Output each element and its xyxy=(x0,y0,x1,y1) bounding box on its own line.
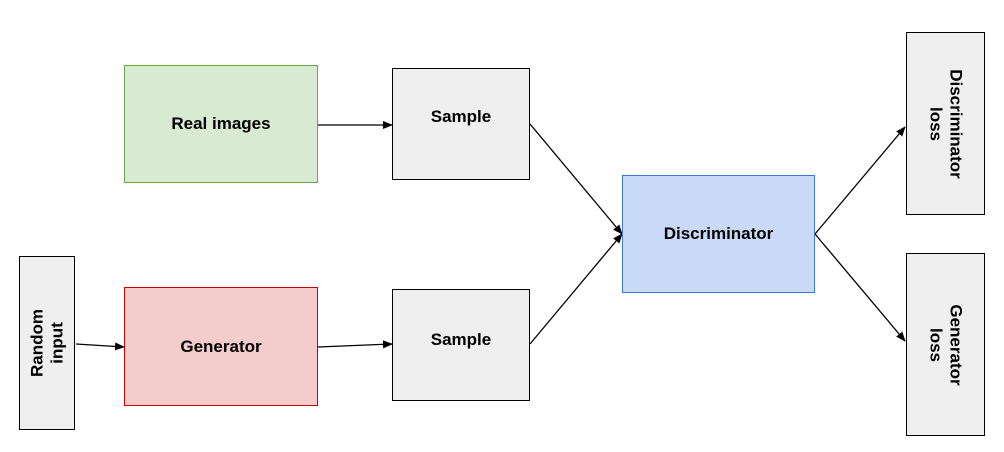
sample-bottom-label: Sample xyxy=(430,330,492,349)
generator-node: Generator xyxy=(124,287,318,406)
generator-label: Generator xyxy=(180,336,262,356)
edge-sample-top-to-discriminator xyxy=(529,123,623,235)
discriminator-loss-label: Discriminator loss xyxy=(926,68,966,179)
random-input-node: Random input xyxy=(19,256,75,430)
discriminator-loss-node: Discriminator loss xyxy=(906,32,985,215)
random-input-label: Random input xyxy=(27,309,66,377)
generator-loss-label: Generator loss xyxy=(926,303,966,386)
sample-top-label: Sample xyxy=(430,107,492,126)
edge-discriminator-to-discriminator-loss xyxy=(814,126,906,235)
edge-sample-bottom-to-discriminator xyxy=(529,233,623,345)
edge-generator-to-sample xyxy=(317,340,393,349)
discriminator-label: Discriminator xyxy=(663,224,774,244)
discriminator-node: Discriminator xyxy=(622,175,815,293)
sample-node-top: Sample xyxy=(392,68,530,180)
edge-discriminator-to-generator-loss xyxy=(814,233,906,342)
generator-loss-node: Generator loss xyxy=(906,253,985,436)
real-images-node: Real images xyxy=(124,65,318,183)
real-images-label: Real images xyxy=(171,114,271,134)
edge-random-input-to-generator xyxy=(75,342,125,351)
sample-node-bottom: Sample xyxy=(392,289,530,401)
